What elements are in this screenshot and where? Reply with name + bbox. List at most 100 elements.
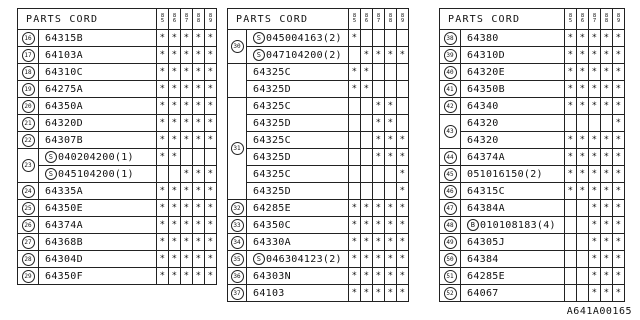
year-mark: * [396,182,409,200]
year-mark: * [348,29,361,47]
year-mark: * [156,131,169,149]
year-mark: * [156,216,169,234]
part-number: 64325C [246,165,349,183]
part-code: 64325D [253,185,291,197]
year-mark [348,131,361,149]
ref-number: 24 [17,182,39,200]
part-number: 64325D [246,114,349,132]
year-mark: * [168,97,181,115]
ref-circle: 45 [443,167,457,181]
year-mark [180,148,193,166]
ref-number: 49 [439,233,461,251]
year-mark [348,182,361,200]
part-number: 64307B [38,131,157,149]
year-mark: * [180,80,193,98]
ref-circle: 36 [230,269,244,283]
year-mark: * [576,63,589,81]
part-number: 64325C [246,131,349,149]
ref-circle: 46 [443,184,457,198]
year-mark: * [588,29,601,47]
ref-number: 17 [17,46,39,64]
year-mark: * [180,199,193,217]
year-mark [396,29,409,47]
part-number: 64368B [38,233,157,251]
part-number: 64325C [246,97,349,115]
ref-circle: 31 [230,142,244,155]
ref-circle: 52 [443,286,457,300]
year-mark: * [600,131,613,149]
prefix-circle: S [45,151,57,163]
part-code: 64310D [467,49,505,61]
year-mark: * [564,29,577,47]
prefix-circle: S [253,49,265,61]
ref-circle: 21 [21,116,35,130]
ref-number: 20 [17,97,39,115]
year-mark: * [372,114,385,132]
year-mark: * [564,63,577,81]
year-mark: * [156,182,169,200]
part-number: 64335A [38,182,157,200]
year-mark: * [204,114,217,132]
ref-circle: 37 [230,286,244,300]
ref-circle: 33 [230,218,244,232]
year-mark: * [204,165,217,183]
part-number: 64320E [460,63,565,81]
year-mark: * [588,165,601,183]
year-mark: * [180,182,193,200]
year-mark: * [612,63,625,81]
ref-circle: 29 [21,269,35,283]
ref-number: 23 [17,148,39,183]
year-mark: * [204,97,217,115]
drawing-code: A641A00165 [566,306,632,317]
ref-circle: 35 [230,252,244,266]
year-mark: * [204,46,217,64]
year-mark: * [612,29,625,47]
year-mark: * [192,182,205,200]
year-mark: * [168,114,181,132]
year-mark [576,114,589,132]
year-mark: * [612,250,625,268]
year-mark: * [612,148,625,166]
part-code: 64380 [467,32,499,44]
part-number: 64310C [38,63,157,81]
year-mark: * [168,63,181,81]
year-mark: * [588,250,601,268]
year-mark: * [384,233,397,251]
year-mark: * [588,267,601,285]
year-mark: * [204,182,217,200]
ref-circle: 48 [443,218,457,232]
year-mark [360,165,373,183]
part-number: 64320 [460,131,565,149]
year-mark: * [564,165,577,183]
year-mark: * [600,80,613,98]
year-mark: * [204,131,217,149]
part-number: 64350F [38,267,157,285]
year-mark: * [168,80,181,98]
year-mark: * [348,216,361,234]
year-mark: * [156,63,169,81]
part-code: 64067 [467,287,499,299]
year-mark: * [192,114,205,132]
ref-circle: 16 [21,31,35,45]
part-code: 64350E [45,202,83,214]
part-code: 64285E [467,270,505,282]
year-mark: * [588,148,601,166]
part-code: 64374A [467,151,505,163]
year-mark: * [588,216,601,234]
part-code: 64340 [467,100,499,112]
year-mark [564,233,577,251]
part-code: 64325D [253,151,291,163]
ref-number: 31 [227,97,247,200]
year-mark: * [588,63,601,81]
year-mark: * [564,131,577,149]
